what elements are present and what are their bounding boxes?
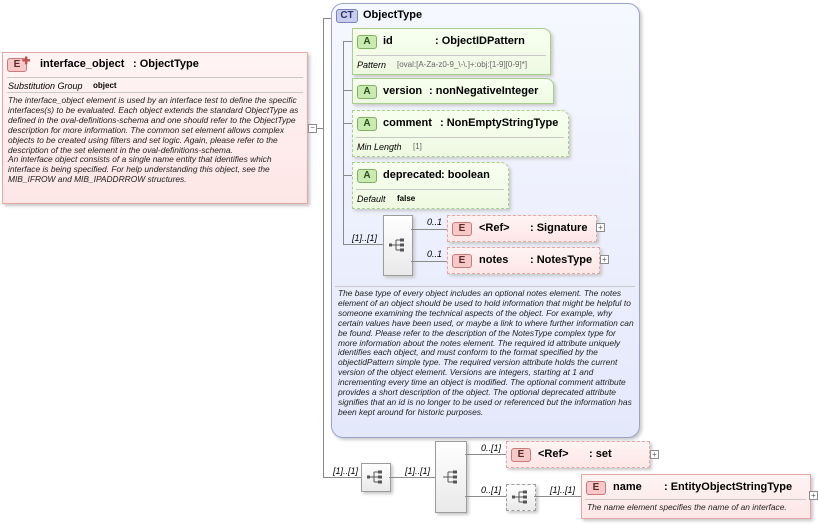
connector-line (411, 229, 447, 230)
element-badge: E (7, 58, 27, 72)
choice-cardinality: [1]..[1] (405, 466, 431, 476)
name-cardinality: [1]..[1] (550, 485, 576, 495)
separator (7, 92, 303, 93)
complex-type-name: ObjectType (363, 9, 423, 21)
connector-line (343, 41, 352, 42)
connector-line (317, 128, 324, 129)
attribute-type: : nonNegativeInteger (429, 85, 539, 97)
element-badge: E (586, 481, 606, 495)
element-badge: E (452, 222, 472, 236)
connector-line (343, 175, 352, 176)
expand-toggle-icon[interactable]: + (809, 491, 818, 500)
choice-compositor[interactable] (435, 441, 467, 513)
child-element-notes[interactable]: E notes : NotesType (447, 247, 600, 274)
set-ref-element[interactable]: E <Ref> : set (506, 441, 650, 468)
element-name: notes (479, 254, 509, 266)
connector-line (465, 454, 506, 455)
facet-value: [oval:[A-Za-z0-9_\-\.]+:obj:[1-9][0-9]*] (397, 60, 528, 69)
element-name: name (613, 481, 642, 493)
connector-line (465, 496, 506, 497)
separator (7, 77, 303, 78)
connector-line (343, 123, 352, 124)
child-cardinality: 0..1 (427, 217, 443, 227)
attribute-type: : boolean (441, 169, 490, 181)
sequence-compositor[interactable] (361, 463, 391, 492)
attribute-badge: A (357, 85, 377, 99)
expand-toggle-icon[interactable]: + (600, 255, 609, 264)
connector-line (343, 41, 344, 244)
connector-line (343, 244, 383, 245)
connector-line (389, 477, 435, 478)
connector-line (534, 496, 581, 497)
sequence-cardinality: [1]..[1] (352, 233, 378, 243)
element-badge: E (452, 254, 472, 268)
collapse-toggle-icon[interactable]: − (308, 124, 317, 133)
connector-line (411, 261, 447, 262)
element-documentation: The name element specifies the name of a… (587, 502, 787, 512)
expand-toggle-icon[interactable]: + (650, 450, 659, 459)
connector-line (343, 90, 352, 91)
attribute-name: comment (383, 117, 432, 129)
connector-line (323, 18, 324, 478)
object-type-complex-type[interactable]: CT ObjectType A id : ObjectIDPattern Pat… (331, 3, 640, 438)
element-badge: E (511, 448, 531, 462)
sequence-icon (389, 238, 404, 252)
attribute-name: deprecated (383, 169, 442, 181)
facet-value: false (397, 194, 416, 203)
name-element[interactable]: E name : EntityObjectStringType The name… (581, 474, 811, 519)
substitution-group-label: Substitution Group (8, 81, 83, 91)
facet-value: [1] (413, 142, 422, 151)
inner-sequence-cardinality: 0..[1] (481, 485, 502, 495)
attribute-id[interactable]: A id : ObjectIDPattern Pattern [oval:[A-… (352, 28, 551, 75)
element-type: : Signature (530, 222, 588, 234)
interface-object-element[interactable]: E ✚ interface_object : ObjectType Substi… (2, 52, 308, 204)
child-cardinality: 0..1 (427, 249, 443, 259)
complex-type-badge: CT (336, 9, 358, 23)
facet-label: Min Length (357, 142, 402, 152)
separator (585, 499, 806, 500)
facet-label: Default (357, 194, 386, 204)
element-documentation: The interface_object element is used by … (8, 95, 299, 185)
attribute-name: version (383, 85, 423, 97)
attribute-badge: A (357, 169, 377, 183)
complex-type-documentation: The base type of every object includes a… (338, 288, 634, 417)
sequence-compositor[interactable] (506, 484, 536, 511)
element-name: <Ref> (538, 448, 569, 460)
separator (356, 55, 546, 56)
element-type: : NotesType (530, 254, 593, 266)
element-type: : set (589, 448, 612, 460)
attribute-type: : NonEmptyStringType (440, 117, 559, 129)
sequence-cardinality: [1]..[1] (333, 466, 359, 476)
set-cardinality: 0..[1] (481, 443, 502, 453)
attribute-type: : ObjectIDPattern (435, 35, 525, 47)
child-element-signature-ref[interactable]: E <Ref> : Signature (447, 215, 597, 242)
element-name: interface_object (40, 58, 125, 70)
attribute-deprecated[interactable]: A deprecated : boolean Default false (352, 162, 509, 209)
connector-line (323, 18, 333, 19)
attribute-badge: A (357, 35, 377, 49)
element-type: : ObjectType (133, 58, 199, 70)
separator (335, 286, 635, 287)
separator (356, 189, 504, 190)
sequence-icon (512, 490, 527, 504)
separator (356, 137, 564, 138)
substitution-group-value: object (93, 81, 117, 90)
expand-toggle-icon[interactable]: + (596, 223, 605, 232)
attribute-badge: A (357, 117, 377, 131)
attribute-comment[interactable]: A comment : NonEmptyStringType Min Lengt… (352, 110, 569, 157)
attribute-version[interactable]: A version : nonNegativeInteger (352, 78, 554, 104)
choice-icon (443, 470, 457, 484)
element-plus-icon: ✚ (22, 56, 31, 67)
sequence-icon (367, 470, 382, 484)
connector-line (323, 477, 361, 478)
sequence-compositor[interactable] (383, 215, 413, 276)
facet-label: Pattern (357, 60, 387, 70)
attribute-name: id (383, 35, 393, 47)
element-type: : EntityObjectStringType (664, 481, 793, 493)
element-name: <Ref> (479, 222, 510, 234)
